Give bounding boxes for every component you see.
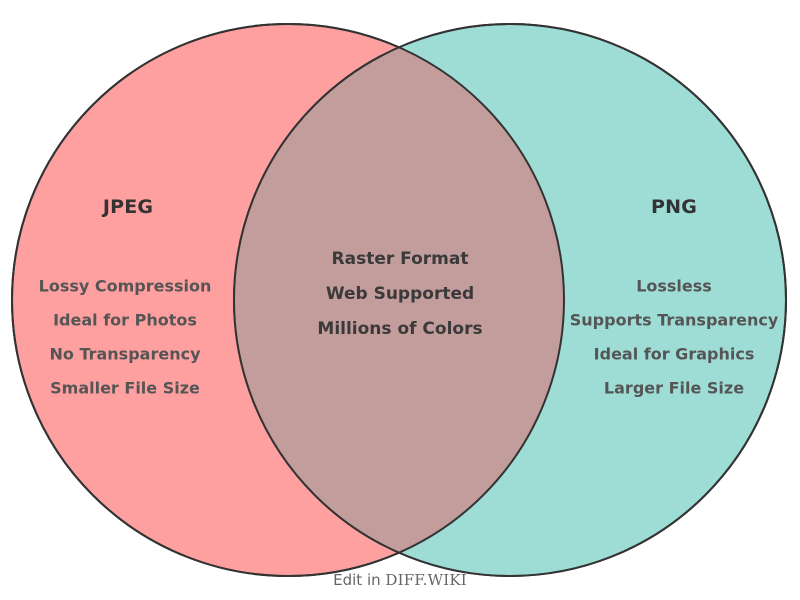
venn-overlap-region[interactable] (234, 24, 786, 576)
set-title-right[interactable]: PNG (650, 196, 698, 218)
intersection-item-1[interactable]: Raster Format (331, 249, 469, 269)
intersection-item-3[interactable]: Millions of Colors (317, 319, 483, 339)
venn-circle-left-outline (11, 23, 565, 577)
intersection-item-2[interactable]: Web Supported (325, 284, 475, 304)
right-item-4[interactable]: Larger File Size (603, 378, 745, 398)
venn-circle-right-outline (233, 23, 787, 577)
left-item-3[interactable]: No Transparency (49, 344, 201, 364)
footer-edit-link[interactable]: Edit in DIFF.WIKI (333, 571, 467, 589)
footer-prefix-text: Edit in (333, 571, 386, 589)
set-title-left[interactable]: JPEG (102, 196, 154, 218)
right-item-1[interactable]: Lossless (636, 276, 712, 296)
left-item-4[interactable]: Smaller File Size (50, 378, 200, 398)
venn-overlap-group (234, 24, 786, 576)
right-item-3[interactable]: Ideal for Graphics (593, 344, 755, 364)
left-item-1[interactable]: Lossy Compression (38, 276, 212, 296)
left-item-2[interactable]: Ideal for Photos (53, 310, 197, 330)
right-item-2[interactable]: Supports Transparency (569, 310, 779, 330)
footer-brand-text: DIFF.WIKI (385, 571, 467, 589)
